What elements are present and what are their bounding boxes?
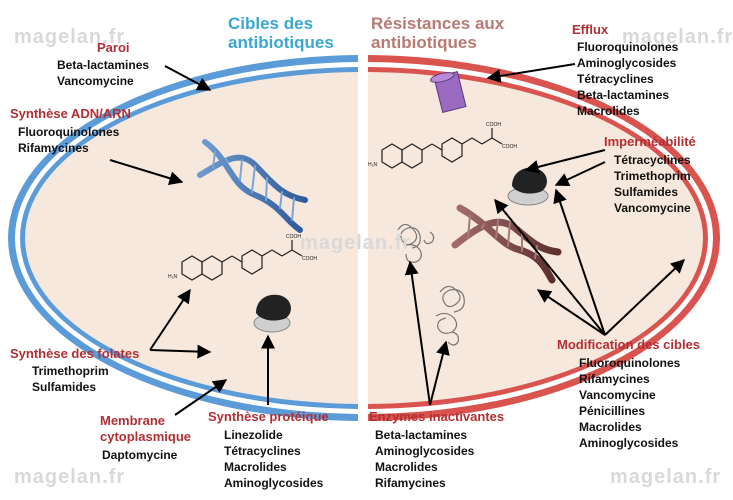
- title-left: Cibles des antibiotiques: [228, 14, 334, 52]
- proteique-item: Linezolide: [224, 428, 283, 442]
- folates-item: Sulfamides: [32, 380, 97, 394]
- enzymes-title: Enzymes inactivantes: [369, 409, 505, 424]
- arrow-enzymes-1: [404, 260, 431, 406]
- efflux-item: Aminoglycosides: [577, 56, 677, 70]
- folate-h2n-label: H₂N: [168, 274, 178, 280]
- impermeabilite-item: Sulfamides: [614, 185, 679, 199]
- arrow-paroi: [164, 65, 212, 91]
- arrow-enzymes-2: [429, 340, 450, 406]
- enzyme-structure-icon-2: [435, 285, 465, 346]
- enzymes-item: Aminoglycosides: [375, 444, 475, 458]
- adn-item: Fluoroquinolones: [18, 125, 120, 139]
- efflux-item: Tétracyclines: [577, 72, 654, 86]
- ribosome-left-icon: [253, 294, 291, 333]
- title-left-line2: antibiotiques: [228, 33, 334, 52]
- membrane-title: Membrane cytoplasmique: [100, 413, 191, 445]
- membrane-title-line1: Membrane: [100, 413, 166, 428]
- paroi-block: Paroi Beta-lactamines Vancomycine: [57, 40, 149, 89]
- impermeabilite-title: Imperméabilité: [604, 134, 696, 149]
- enzymes-item: Rifamycines: [375, 476, 446, 490]
- paroi-item: Beta-lactamines: [57, 58, 150, 72]
- dna-helix-blue-icon: [197, 139, 308, 233]
- folate-cooh-label: COOH: [286, 234, 301, 240]
- title-right: Résistances aux antibiotiques: [371, 14, 504, 52]
- watermark: magelan.fr: [300, 232, 412, 254]
- enzymes-block: Enzymes inactivantes Beta-lactamines Ami…: [369, 409, 504, 491]
- arrow-impermeabilite-1: [524, 149, 606, 174]
- proteique-item: Macrolides: [224, 460, 287, 474]
- efflux-item: Macrolides: [577, 104, 640, 118]
- modification-block: Modification des cibles Fluoroquinolones…: [557, 337, 700, 451]
- title-right-line1: Résistances aux: [371, 14, 505, 33]
- arrow-membrane: [174, 379, 228, 416]
- adn-title: Synthèse ADN/ARN: [10, 106, 131, 121]
- efflux-block: Efflux Fluoroquinolones Aminoglycosides …: [572, 22, 679, 119]
- arrow-modification-4: [604, 259, 686, 336]
- efflux-pump-icon: [430, 71, 467, 113]
- arrow-modification-2: [553, 188, 606, 336]
- folate-cooh-label-2: COOH: [302, 256, 317, 262]
- folate-molecule-left-icon: [181, 240, 303, 281]
- watermark: magelan.fr: [14, 466, 126, 488]
- arrow-adn: [109, 159, 184, 186]
- enzymes-item: Macrolides: [375, 460, 438, 474]
- proteique-item: Tétracyclines: [224, 444, 301, 458]
- folate-molecule-right-icon: [381, 128, 503, 169]
- modification-item: Fluoroquinolones: [579, 356, 681, 370]
- dna-helix-red-icon: [451, 204, 562, 284]
- folates-title: Synthèse des folates: [10, 346, 140, 361]
- membrane-title-line2: cytoplasmique: [100, 429, 192, 444]
- impermeabilite-item: Trimethoprim: [614, 169, 691, 183]
- arrow-impermeabilite-2: [554, 161, 606, 186]
- impermeabilite-block: Imperméabilité Tétracyclines Trimethopri…: [604, 134, 696, 216]
- title-right-line2: antibiotiques: [371, 33, 477, 52]
- folate-h2n-label-r: H₂N: [368, 162, 378, 168]
- efflux-item: Beta-lactamines: [577, 88, 670, 102]
- arrows: [109, 63, 686, 416]
- folates-block: Synthèse des folates Trimethoprim Sulfam…: [10, 346, 139, 395]
- arrow-folates-2: [149, 288, 191, 351]
- folate-labels: COOH COOH H₂N COOH COOH H₂N: [168, 122, 517, 280]
- folates-item: Trimethoprim: [32, 364, 109, 378]
- watermark: magelan.fr: [14, 26, 126, 48]
- paroi-item: Vancomycine: [57, 74, 134, 88]
- efflux-title: Efflux: [572, 22, 609, 37]
- ribosome-right-icon: [507, 167, 549, 206]
- proteique-item: Aminoglycosides: [224, 476, 324, 490]
- adn-item: Rifamycines: [18, 141, 89, 155]
- folate-cooh-label-r2: COOH: [502, 144, 517, 150]
- modification-item: Vancomycine: [579, 388, 656, 402]
- arrow-efflux: [486, 63, 576, 83]
- watermark: magelan.fr: [622, 26, 733, 48]
- arrow-folates-1: [149, 344, 212, 359]
- adn-block: Synthèse ADN/ARN Fluoroquinolones Rifamy…: [10, 106, 131, 156]
- efflux-item: Fluoroquinolones: [577, 40, 679, 54]
- enzymes-item: Beta-lactamines: [375, 428, 468, 442]
- title-left-line1: Cibles des: [228, 14, 314, 33]
- proteique-block: Synthèse protéique Linezolide Tétracycli…: [208, 409, 329, 491]
- folate-cooh-label-r: COOH: [486, 122, 501, 128]
- membrane-block: Membrane cytoplasmique Daptomycine: [100, 413, 191, 463]
- modification-item: Aminoglycosides: [579, 436, 679, 450]
- impermeabilite-item: Tétracyclines: [614, 153, 691, 167]
- modification-title: Modification des cibles: [557, 337, 701, 352]
- impermeabilite-item: Vancomycine: [614, 201, 691, 215]
- paroi-title: Paroi: [97, 40, 130, 55]
- modification-item: Pénicillines: [579, 404, 646, 418]
- arrow-modification-3: [536, 289, 606, 336]
- proteique-title: Synthèse protéique: [208, 409, 329, 424]
- membrane-item: Daptomycine: [102, 448, 178, 462]
- arrow-modification-1: [494, 198, 606, 336]
- modification-item: Macrolides: [579, 420, 642, 434]
- modification-item: Rifamycines: [579, 372, 650, 386]
- watermark: magelan.fr: [610, 466, 722, 488]
